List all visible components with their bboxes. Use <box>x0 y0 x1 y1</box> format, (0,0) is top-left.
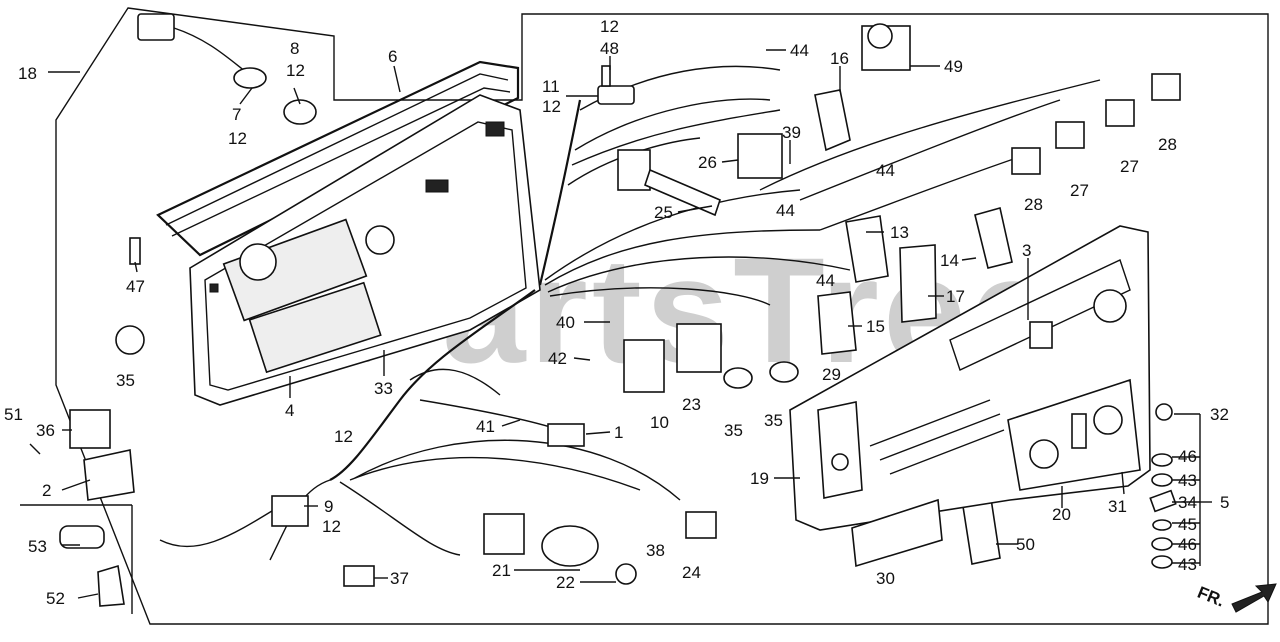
callout-8: 8 <box>290 39 299 58</box>
callout-24: 24 <box>682 563 701 582</box>
callout-36: 36 <box>36 421 55 440</box>
callout-40: 40 <box>556 313 575 332</box>
callout-35: 35 <box>116 371 135 390</box>
callout-41: 41 <box>476 417 495 436</box>
callout-43: 43 <box>1178 471 1197 490</box>
callout-51: 51 <box>4 405 23 424</box>
callout-12: 12 <box>542 97 561 116</box>
callout-49: 49 <box>944 57 963 76</box>
callout-18: 18 <box>18 64 37 83</box>
callout-27: 27 <box>1120 157 1139 176</box>
callout-46: 46 <box>1178 535 1197 554</box>
control-box-housing <box>156 60 541 406</box>
callout-45: 45 <box>1178 515 1197 534</box>
callout-48: 48 <box>600 39 619 58</box>
callout-35: 35 <box>764 411 783 430</box>
callout-47: 47 <box>126 277 145 296</box>
callout-26: 26 <box>698 153 717 172</box>
callout-7: 7 <box>232 105 241 124</box>
callout-3: 3 <box>1022 241 1031 260</box>
callout-28: 28 <box>1024 195 1043 214</box>
callout-52: 52 <box>46 589 65 608</box>
callout-19: 19 <box>750 469 769 488</box>
callout-44: 44 <box>816 271 835 290</box>
callout-21: 21 <box>492 561 511 580</box>
callout-33: 33 <box>374 379 393 398</box>
callout-44: 44 <box>776 201 795 220</box>
callout-44: 44 <box>876 161 895 180</box>
callout-44: 44 <box>790 41 809 60</box>
callout-4: 4 <box>285 401 294 420</box>
callout-12: 12 <box>286 61 305 80</box>
assembly-group-outlines <box>20 7 1269 625</box>
callout-34: 34 <box>1178 493 1197 512</box>
callout-12: 12 <box>600 17 619 36</box>
callout-31: 31 <box>1108 497 1127 516</box>
callout-25: 25 <box>654 203 673 222</box>
callout-28: 28 <box>1158 135 1177 154</box>
callout-53: 53 <box>28 537 47 556</box>
callout-29: 29 <box>822 365 841 384</box>
callout-labels: 18 6 8 12 7 12 47 35 4 33 12 48 11 12 44… <box>4 17 1229 608</box>
callout-6: 6 <box>388 47 397 66</box>
front-direction-arrow <box>1231 583 1277 613</box>
callout-38: 38 <box>646 541 665 560</box>
callout-5: 5 <box>1220 493 1229 512</box>
callout-27: 27 <box>1070 181 1089 200</box>
callout-35: 35 <box>724 421 743 440</box>
callout-39: 39 <box>782 123 801 142</box>
callout-9: 9 <box>324 497 333 516</box>
callout-23: 23 <box>682 395 701 414</box>
callout-46: 46 <box>1178 447 1197 466</box>
callout-1: 1 <box>614 423 623 442</box>
callout-leader-lines <box>29 49 1212 599</box>
callout-14: 14 <box>940 251 959 270</box>
callout-20: 20 <box>1052 505 1071 524</box>
callout-32: 32 <box>1210 405 1229 424</box>
callout-12: 12 <box>334 427 353 446</box>
callout-12: 12 <box>228 129 247 148</box>
callout-2: 2 <box>42 481 51 500</box>
callout-50: 50 <box>1016 535 1035 554</box>
callout-43: 43 <box>1178 555 1197 574</box>
callout-37: 37 <box>390 569 409 588</box>
callout-42: 42 <box>548 349 567 368</box>
callout-12: 12 <box>322 517 341 536</box>
callout-16: 16 <box>830 49 849 68</box>
callout-17: 17 <box>946 287 965 306</box>
callout-22: 22 <box>556 573 575 592</box>
callout-11: 11 <box>542 77 560 96</box>
front-direction-label: FR. <box>1195 583 1228 611</box>
callout-15: 15 <box>866 317 885 336</box>
callout-10: 10 <box>650 413 669 432</box>
callout-13: 13 <box>890 223 909 242</box>
front-panel <box>789 225 1151 568</box>
callout-30: 30 <box>876 569 895 588</box>
component-parts <box>59 13 1181 607</box>
